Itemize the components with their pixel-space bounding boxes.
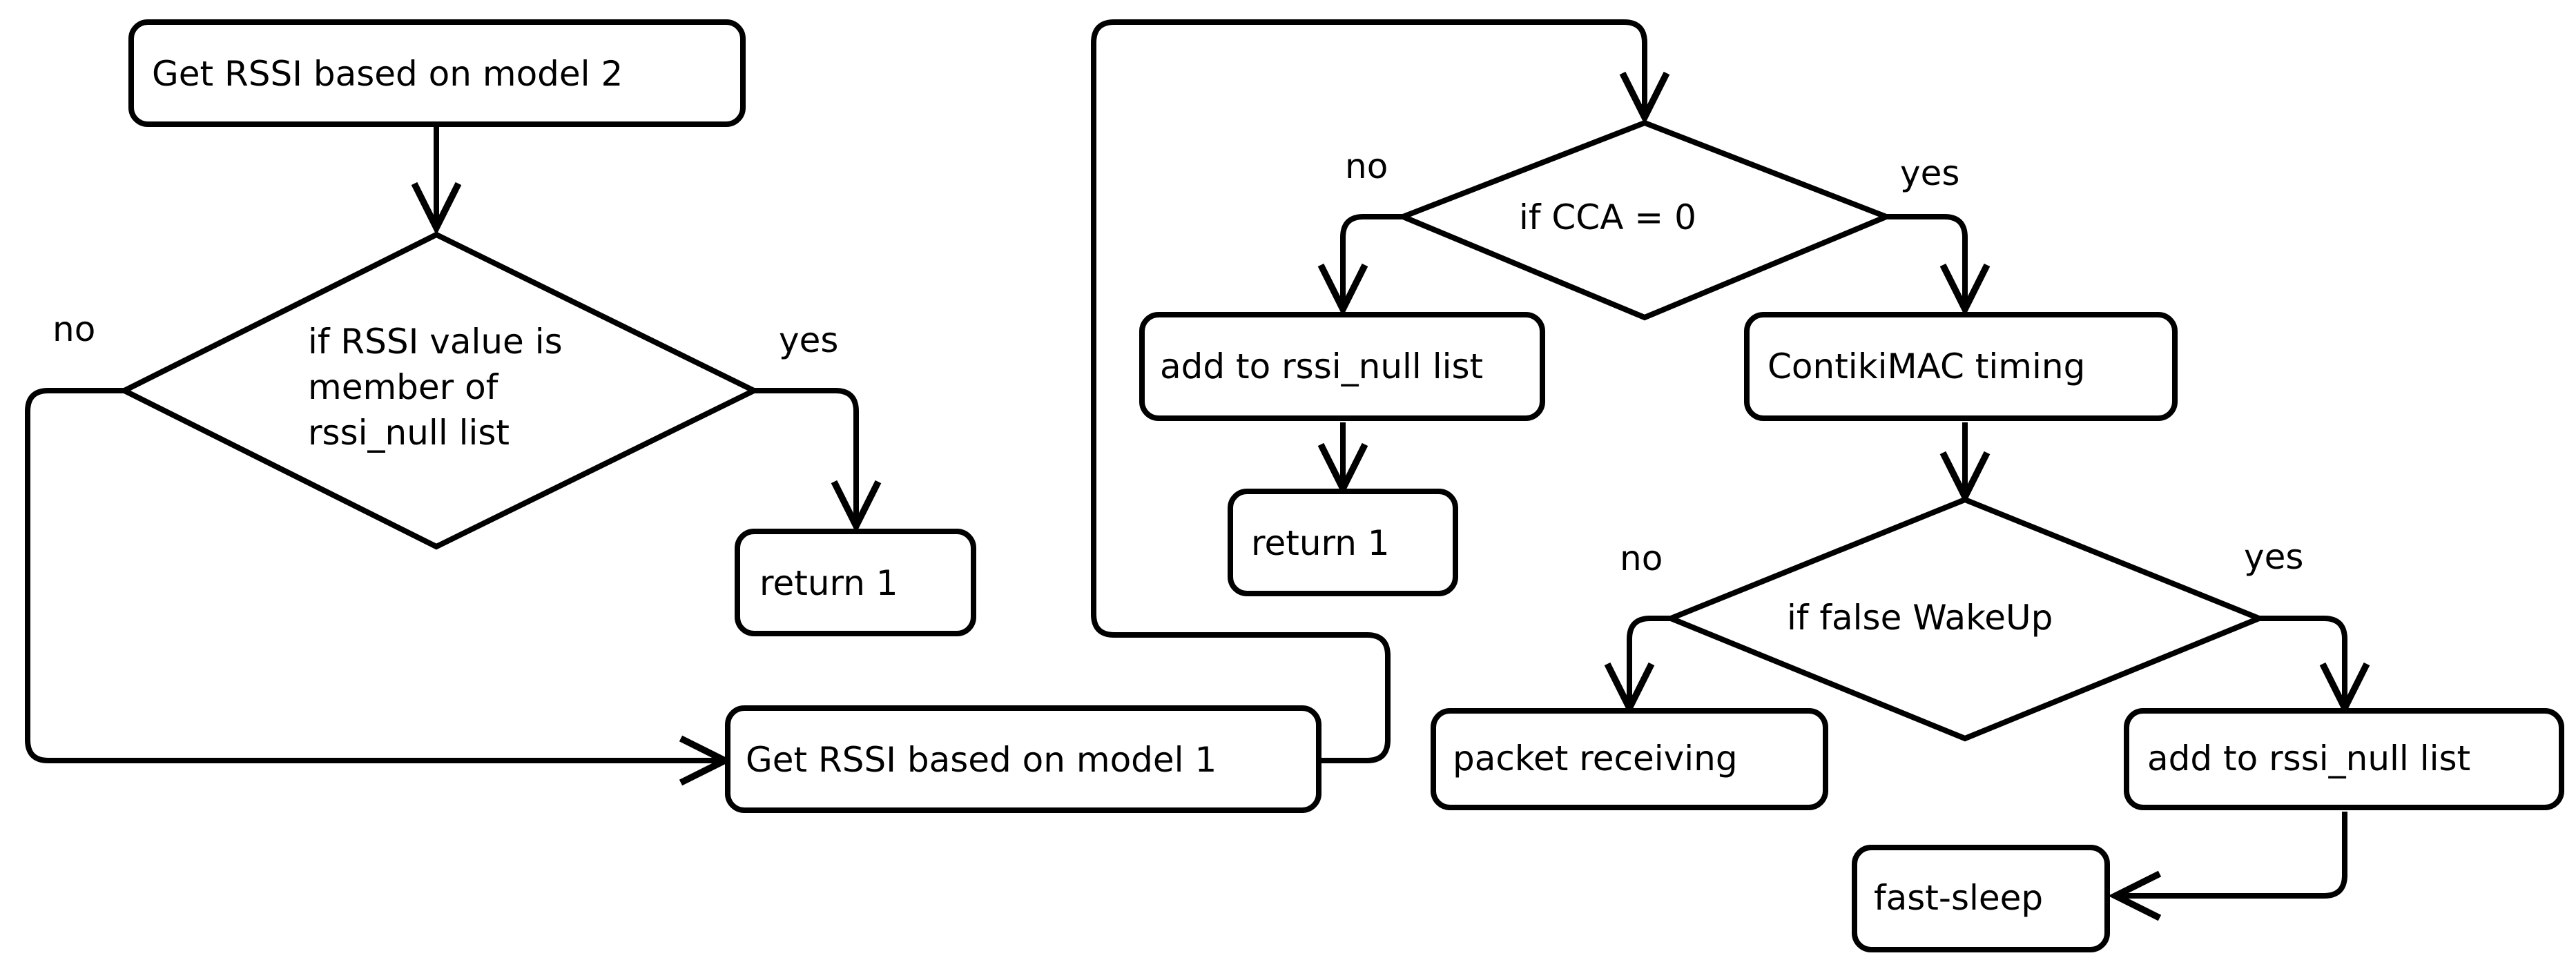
node-label: add to rssi_null list (2147, 738, 2470, 778)
edge-labels: no yes no yes no yes (52, 146, 2303, 578)
node-get-rssi-model1: Get RSSI based on model 1 (725, 705, 1321, 813)
node-return1-mid: return 1 (1228, 489, 1458, 596)
edge-wakeup-yes-to-add-null (2259, 616, 2345, 708)
edge-label-wakeup-yes: yes (2244, 537, 2303, 577)
edge-cca-no-to-add-null (1343, 214, 1403, 309)
edge-member-no-to-model1 (25, 388, 725, 761)
node-label-line-2: member of (308, 367, 499, 407)
node-add-null-left: add to rssi_null list (1139, 312, 1545, 421)
node-label: fast-sleep (1874, 878, 2043, 918)
edge-label-member-no: no (52, 309, 95, 349)
node-label: if false WakeUp (1787, 598, 2053, 638)
edge-label-wakeup-no: no (1620, 538, 1663, 578)
edge-label-cca-no: no (1345, 146, 1388, 186)
node-label: if CCA = 0 (1519, 197, 1696, 237)
edge-wakeup-no-to-packet-receiving (1629, 616, 1671, 708)
node-label: return 1 (1251, 523, 1390, 563)
node-label: add to rssi_null list (1160, 346, 1483, 386)
edge-label-cca-yes: yes (1900, 153, 1959, 193)
node-get-rssi-model2: Get RSSI based on model 2 (128, 19, 746, 127)
node-return1-left: return 1 (735, 529, 976, 636)
edges (25, 19, 2347, 896)
node-fast-sleep: fast-sleep (1852, 845, 2110, 952)
node-label: return 1 (759, 563, 898, 603)
node-packet-receiving: packet receiving (1431, 708, 1828, 810)
edge-cca-yes-to-contikimac (1886, 214, 1965, 309)
node-label: Get RSSI based on model 2 (152, 54, 623, 94)
node-cca-check: if CCA = 0 (1395, 119, 1894, 321)
node-label-line-1: if RSSI value is (308, 322, 563, 362)
edge-member-yes-to-return1 (754, 388, 856, 526)
node-label: ContikiMAC timing (1768, 346, 2085, 386)
node-rssi-member-check: if RSSI value is member of rssi_null lis… (118, 231, 761, 550)
edge-add-null-to-fast-sleep (2115, 812, 2347, 896)
edge-model1-loop-to-cca-check (1091, 19, 1645, 763)
node-label: Get RSSI based on model 1 (746, 740, 1217, 780)
node-add-null-right: add to rssi_null list (2124, 708, 2564, 810)
node-false-wakeup-check: if false WakeUp (1663, 496, 2267, 742)
node-label: packet receiving (1453, 738, 1738, 778)
node-label-line-3: rssi_null list (308, 413, 510, 453)
node-contikimac-timing: ContikiMAC timing (1744, 312, 2178, 421)
edge-label-member-yes: yes (779, 320, 838, 360)
